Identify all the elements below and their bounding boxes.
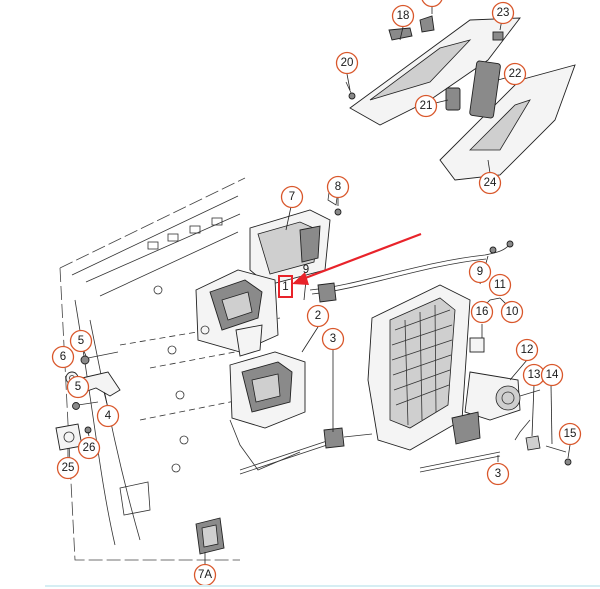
callout-21: 21 [414, 94, 438, 118]
door-lock-lower [229, 351, 306, 471]
callout-11: 11 [488, 273, 512, 297]
callout-16: 16 [470, 300, 494, 324]
callout-3-lower: 3 [486, 462, 510, 486]
callout-25: 25 [56, 456, 80, 480]
svg-text:17: 17 [426, 0, 439, 2]
callout-23: 23 [491, 1, 515, 25]
svg-text:25: 25 [62, 462, 75, 474]
highlight-annotation [278, 232, 422, 298]
callout-8: 8 [326, 175, 350, 199]
callout-20: 20 [335, 51, 359, 75]
svg-text:3: 3 [495, 468, 501, 480]
svg-text:18: 18 [397, 10, 410, 22]
callout-5-lower: 5 [66, 375, 90, 399]
svg-text:9: 9 [477, 266, 483, 278]
callout-5-upper: 5 [69, 329, 93, 353]
svg-text:22: 22 [509, 68, 522, 80]
svg-text:13: 13 [528, 369, 541, 381]
callout-9-upper: 9 [303, 264, 309, 276]
svg-text:16: 16 [476, 306, 489, 318]
svg-text:23: 23 [497, 7, 510, 19]
door-trim-armrest [345, 15, 576, 181]
svg-text:3: 3 [330, 333, 336, 345]
lock-housing-cover [249, 184, 342, 286]
callout-2: 2 [306, 304, 330, 328]
callout-17: 17 [421, 0, 443, 8]
callout-12: 12 [515, 338, 539, 362]
svg-text:26: 26 [83, 442, 96, 454]
callout-label-1: 1 [282, 281, 288, 293]
callout-3-upper: 3 [321, 327, 345, 351]
callout-22: 22 [503, 62, 527, 86]
callout-14: 14 [540, 363, 564, 387]
svg-text:20: 20 [341, 57, 354, 69]
callout-7: 7 [280, 185, 304, 209]
callout-7a: 7A [193, 563, 217, 587]
door-module-carrier [367, 284, 485, 451]
highlight-box [278, 275, 293, 298]
callout-26: 26 [77, 436, 101, 460]
svg-text:7: 7 [289, 191, 295, 203]
svg-text:8: 8 [335, 181, 341, 193]
svg-text:10: 10 [506, 306, 519, 318]
callout-10: 10 [500, 300, 524, 324]
svg-text:4: 4 [105, 410, 112, 422]
sensor-part-7a [195, 517, 225, 555]
svg-text:6: 6 [60, 351, 66, 363]
svg-text:9: 9 [303, 264, 309, 276]
window-motor [451, 371, 572, 466]
callout-15: 15 [558, 422, 582, 446]
svg-text:5: 5 [75, 381, 81, 393]
highlight-arrow [299, 232, 422, 282]
door-lock-upper [195, 269, 279, 357]
svg-text:24: 24 [484, 177, 497, 189]
callout-6: 6 [51, 345, 75, 369]
highlight-arrowhead [292, 272, 309, 285]
callout-18: 18 [391, 4, 415, 28]
callout-9-right: 9 [468, 260, 492, 284]
cables [239, 240, 514, 475]
svg-text:14: 14 [546, 369, 559, 381]
svg-text:11: 11 [494, 279, 506, 291]
svg-text:21: 21 [420, 100, 433, 112]
svg-text:15: 15 [564, 428, 577, 440]
callout-24: 24 [478, 171, 502, 195]
svg-text:12: 12 [521, 344, 534, 356]
svg-text:5: 5 [78, 335, 84, 347]
svg-text:7A: 7A [198, 569, 212, 581]
svg-text:2: 2 [315, 310, 321, 322]
callout-4: 4 [96, 404, 120, 428]
